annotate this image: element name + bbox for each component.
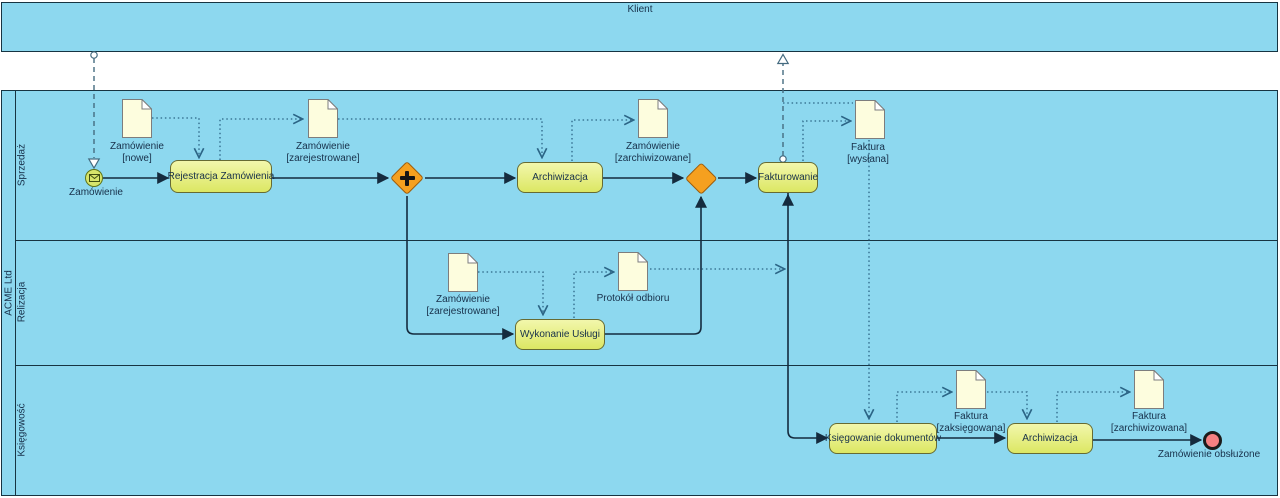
data-object-label: Zamówienie[zarejestrowane] xyxy=(286,141,360,164)
document-icon xyxy=(122,98,153,138)
assoc-zarejestrowane-to-archiwizacja xyxy=(338,118,542,157)
document-icon xyxy=(855,99,886,139)
flow-down-to-ksiegowanie xyxy=(787,193,829,444)
data-associations xyxy=(152,102,1129,422)
data-object-label: Faktura[zaksięgowana] xyxy=(936,411,1006,434)
flow-gateway1-to-wykonanie xyxy=(406,196,515,340)
flow-wykonanie-to-gateway2 xyxy=(605,195,707,335)
lane-relizacja xyxy=(16,240,1277,365)
lanes-container xyxy=(16,91,1277,495)
data-object-label: Zamówienie[zarejestrowane] xyxy=(426,294,500,317)
pool-klient-label: Klient xyxy=(627,4,653,15)
envelope-icon xyxy=(88,174,100,182)
message-flow-decorations xyxy=(87,51,790,170)
message-arrow-to-start xyxy=(87,158,101,170)
data-object-label: Zamówienie[zarchiwizowane] xyxy=(614,141,692,164)
task-label: Księgowanie dokumentów xyxy=(824,433,942,444)
document-icon xyxy=(618,251,649,291)
data-object-faktura-zarchiwizowana[interactable] xyxy=(1134,369,1165,409)
pool-acme-title-strip xyxy=(2,91,16,495)
data-object-zamowienie-nowe[interactable] xyxy=(122,98,153,138)
data-object-protokol-odbioru[interactable] xyxy=(618,251,649,291)
assoc-fakturowanie-to-wyslana xyxy=(802,121,850,161)
task-label: Archiwizacja xyxy=(532,172,588,183)
data-object-zamowienie-zarejestrowane[interactable] xyxy=(308,98,339,138)
data-object-zamowienie-zarejestrowane-2[interactable] xyxy=(448,252,479,292)
assoc-zaksiegowana-to-archiwizacja2 xyxy=(987,391,1027,418)
document-icon xyxy=(638,98,669,138)
start-event-label: Zamówienie xyxy=(69,187,123,198)
message-start-event[interactable] xyxy=(85,169,103,187)
end-event[interactable] xyxy=(1203,431,1222,450)
data-object-label: Protokół odbioru xyxy=(596,293,670,304)
data-object-faktura-wyslana[interactable] xyxy=(855,99,886,139)
task-archiwizacja-ksiegowosc[interactable]: Archiwizacja xyxy=(1007,423,1093,454)
task-wykonanie-uslugi[interactable]: Wykonanie Usługi xyxy=(515,319,605,350)
document-icon xyxy=(448,252,479,292)
task-archiwizacja-sprzedaz[interactable]: Archiwizacja xyxy=(517,162,603,193)
document-icon xyxy=(956,369,987,409)
message-arrow-to-klient xyxy=(776,53,790,65)
data-object-faktura-zaksiegowana[interactable] xyxy=(956,369,987,409)
lane-ksiegowosc xyxy=(16,365,1277,495)
document-icon xyxy=(1134,369,1165,409)
data-object-label: Faktura[zarchiwizowana] xyxy=(1110,411,1188,434)
message-source-dot-klient xyxy=(90,51,98,59)
assoc-archiwizacja-to-zarchiwizowane xyxy=(571,120,633,161)
pool-klient xyxy=(1,2,1278,52)
data-object-zamowienie-zarchiwizowane[interactable] xyxy=(638,98,669,138)
task-label: Rejestracja Zamówienia xyxy=(167,171,275,182)
end-event-label: Zamówienie obsłużone xyxy=(1157,449,1261,460)
data-object-label: Faktura[wysłana] xyxy=(847,142,889,165)
task-label: Wykonanie Usługi xyxy=(520,329,600,340)
task-label: Fakturowanie xyxy=(757,172,819,183)
assoc-archiwizacja2-to-zarchiwizowana xyxy=(1056,392,1129,422)
document-icon xyxy=(308,98,339,138)
message-flows xyxy=(93,58,784,158)
task-fakturowanie[interactable]: Fakturowanie xyxy=(758,162,818,193)
data-object-label: Zamówienie[nowe] xyxy=(110,141,164,164)
assoc-rejestracja-to-zarejestrowane xyxy=(219,119,302,160)
assoc-zarejestrowane2-to-wykonanie xyxy=(478,271,543,314)
task-ksiegowanie-dokumentow[interactable]: Księgowanie dokumentów xyxy=(825,423,941,454)
assoc-ksiegowanie-to-zaksiegowana xyxy=(896,392,951,422)
sequence-flows xyxy=(103,172,1203,446)
task-rejestracja-zamowienia[interactable]: Rejestracja Zamówienia xyxy=(167,160,275,193)
task-label: Archiwizacja xyxy=(1022,433,1078,444)
